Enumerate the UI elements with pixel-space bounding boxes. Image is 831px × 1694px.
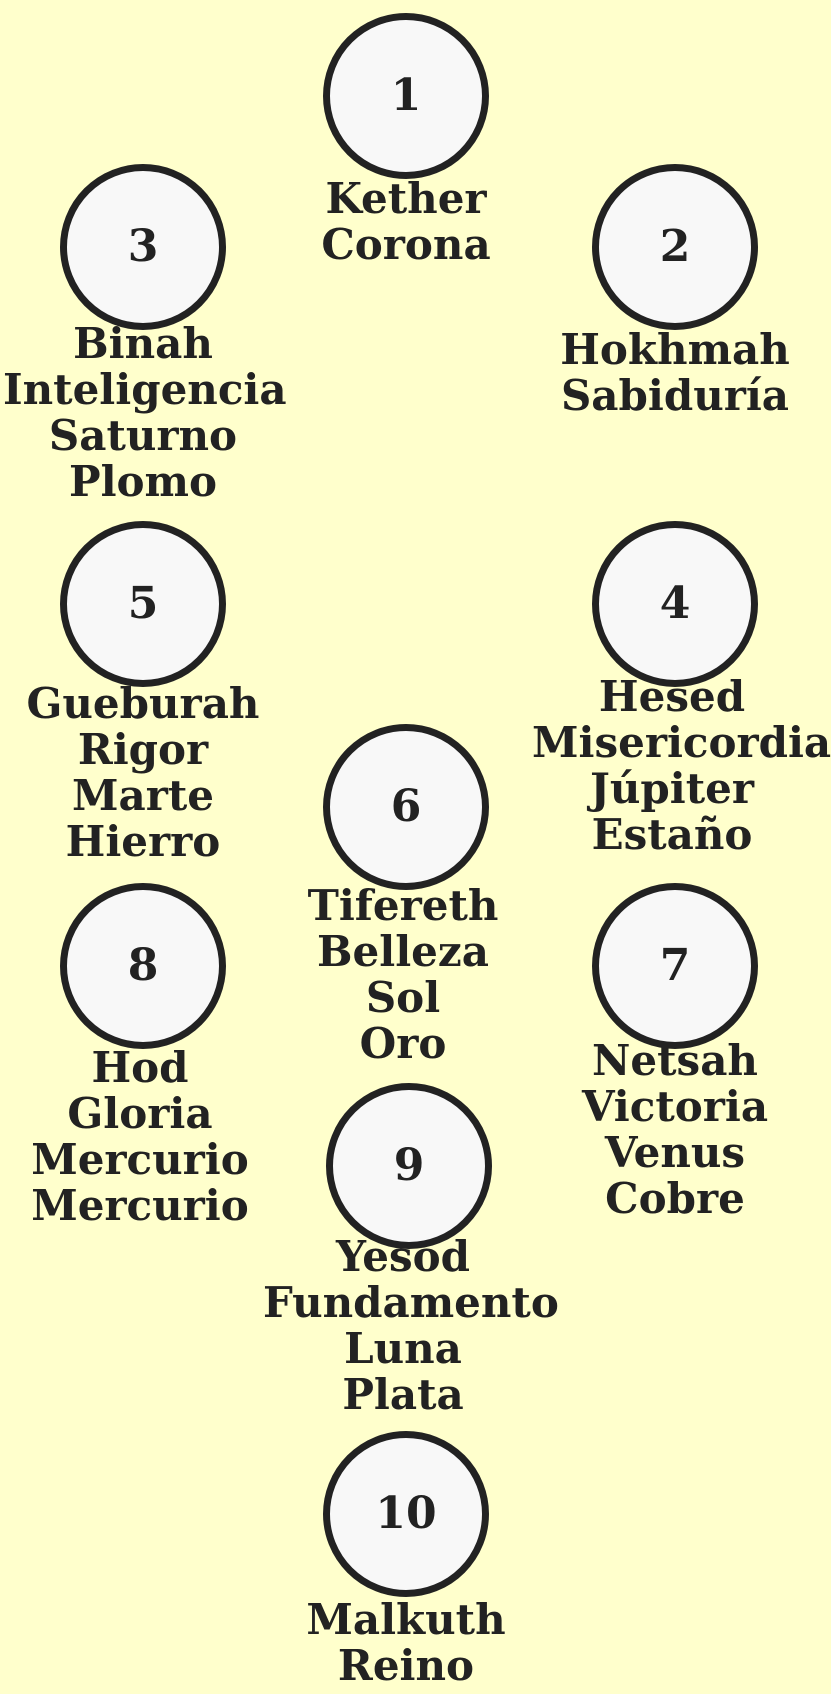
sefira-4-meaning: Misericordia	[532, 718, 831, 767]
sefira-8-circle: 8	[60, 883, 226, 1049]
sefira-9-meaning: Fundamento	[263, 1278, 559, 1327]
sefira-7-meaning: Victoria	[581, 1082, 769, 1131]
sefira-7-circle: 7	[592, 883, 758, 1049]
sefira-10-circle: 10	[323, 1431, 489, 1597]
sefira-8-metal: Mercurio	[31, 1181, 249, 1230]
sefira-9-name: Yesod	[335, 1232, 471, 1281]
sefira-4-number: 4	[659, 578, 691, 629]
sefira-10-meaning: Reino	[337, 1641, 475, 1690]
sefira-4-metal: Estaño	[591, 810, 753, 859]
sefira-2-label: Hokhmah Sabiduría	[535, 327, 815, 419]
sefira-3-circle: 3	[60, 164, 226, 330]
sefira-4-label: Hesed Misericordia Júpiter Estaño	[532, 672, 831, 859]
sefira-9-label: Yesod Fundamento Luna Plata	[263, 1232, 559, 1419]
sefira-5-name: Gueburah	[26, 679, 260, 728]
sefira-5-metal: Hierro	[65, 817, 221, 866]
sefira-9-number: 9	[393, 1140, 425, 1191]
sefira-2-number: 2	[659, 221, 691, 272]
sefira-8-planet: Mercurio	[31, 1135, 249, 1184]
sefira-4-planet: Júpiter	[590, 764, 754, 813]
sefira-4-circle: 4	[592, 521, 758, 687]
sefira-9-circle: 9	[326, 1083, 492, 1249]
sefira-7-number: 7	[659, 940, 691, 991]
sefira-1-name: Kether	[325, 174, 487, 223]
sefira-8-meaning: Gloria	[67, 1089, 213, 1138]
sefira-1-number: 1	[390, 70, 422, 121]
sefira-6-circle: 6	[323, 724, 489, 890]
sefira-2-name: Hokhmah	[560, 325, 790, 374]
sefira-6-meaning: Belleza	[317, 927, 489, 976]
sefira-3-planet: Saturno	[48, 411, 238, 460]
sefira-7-label: Netsah Victoria Venus Cobre	[535, 1038, 815, 1222]
sefira-2-circle: 2	[592, 164, 758, 330]
sefira-5-label: Gueburah Rigor Marte Hierro	[3, 681, 283, 865]
sefira-7-metal: Cobre	[605, 1174, 745, 1223]
sefira-7-name: Netsah	[592, 1036, 758, 1085]
sefira-8-name: Hod	[91, 1043, 189, 1092]
sefira-10-number: 10	[375, 1488, 437, 1539]
sefira-3-number: 3	[127, 221, 159, 272]
sefira-6-metal: Oro	[359, 1019, 447, 1068]
sefira-9-metal: Plata	[342, 1370, 464, 1419]
sefira-5-number: 5	[127, 578, 159, 629]
sefira-9-planet: Luna	[344, 1324, 462, 1373]
sefira-5-meaning: Rigor	[77, 725, 209, 774]
sefira-8-number: 8	[127, 940, 159, 991]
sefira-6-planet: Sol	[365, 973, 441, 1022]
sefira-6-name: Tifereth	[307, 881, 499, 930]
sefira-3-metal: Plomo	[68, 457, 217, 506]
sefira-3-label: Binah Inteligencia Saturno Plomo	[3, 319, 287, 506]
sefira-6-label: Tifereth Belleza Sol Oro	[263, 883, 543, 1067]
sefira-5-circle: 5	[60, 521, 226, 687]
sefira-7-planet: Venus	[604, 1128, 746, 1177]
sefira-2-meaning: Sabiduría	[560, 371, 790, 420]
sefira-1-circle: 1	[323, 13, 489, 179]
sefira-3-name: Binah	[73, 319, 213, 368]
sefira-10-label: Malkuth Reino	[266, 1597, 546, 1689]
sefira-5-planet: Marte	[72, 771, 214, 820]
sefira-1-label: Kether Corona	[266, 176, 546, 268]
sefira-3-meaning: Inteligencia	[3, 365, 287, 414]
sefira-6-number: 6	[390, 781, 422, 832]
sefira-10-name: Malkuth	[306, 1595, 506, 1644]
sefira-1-meaning: Corona	[321, 220, 491, 269]
sefira-8-label: Hod Gloria Mercurio Mercurio	[0, 1045, 280, 1229]
sefira-4-name: Hesed	[598, 672, 746, 721]
